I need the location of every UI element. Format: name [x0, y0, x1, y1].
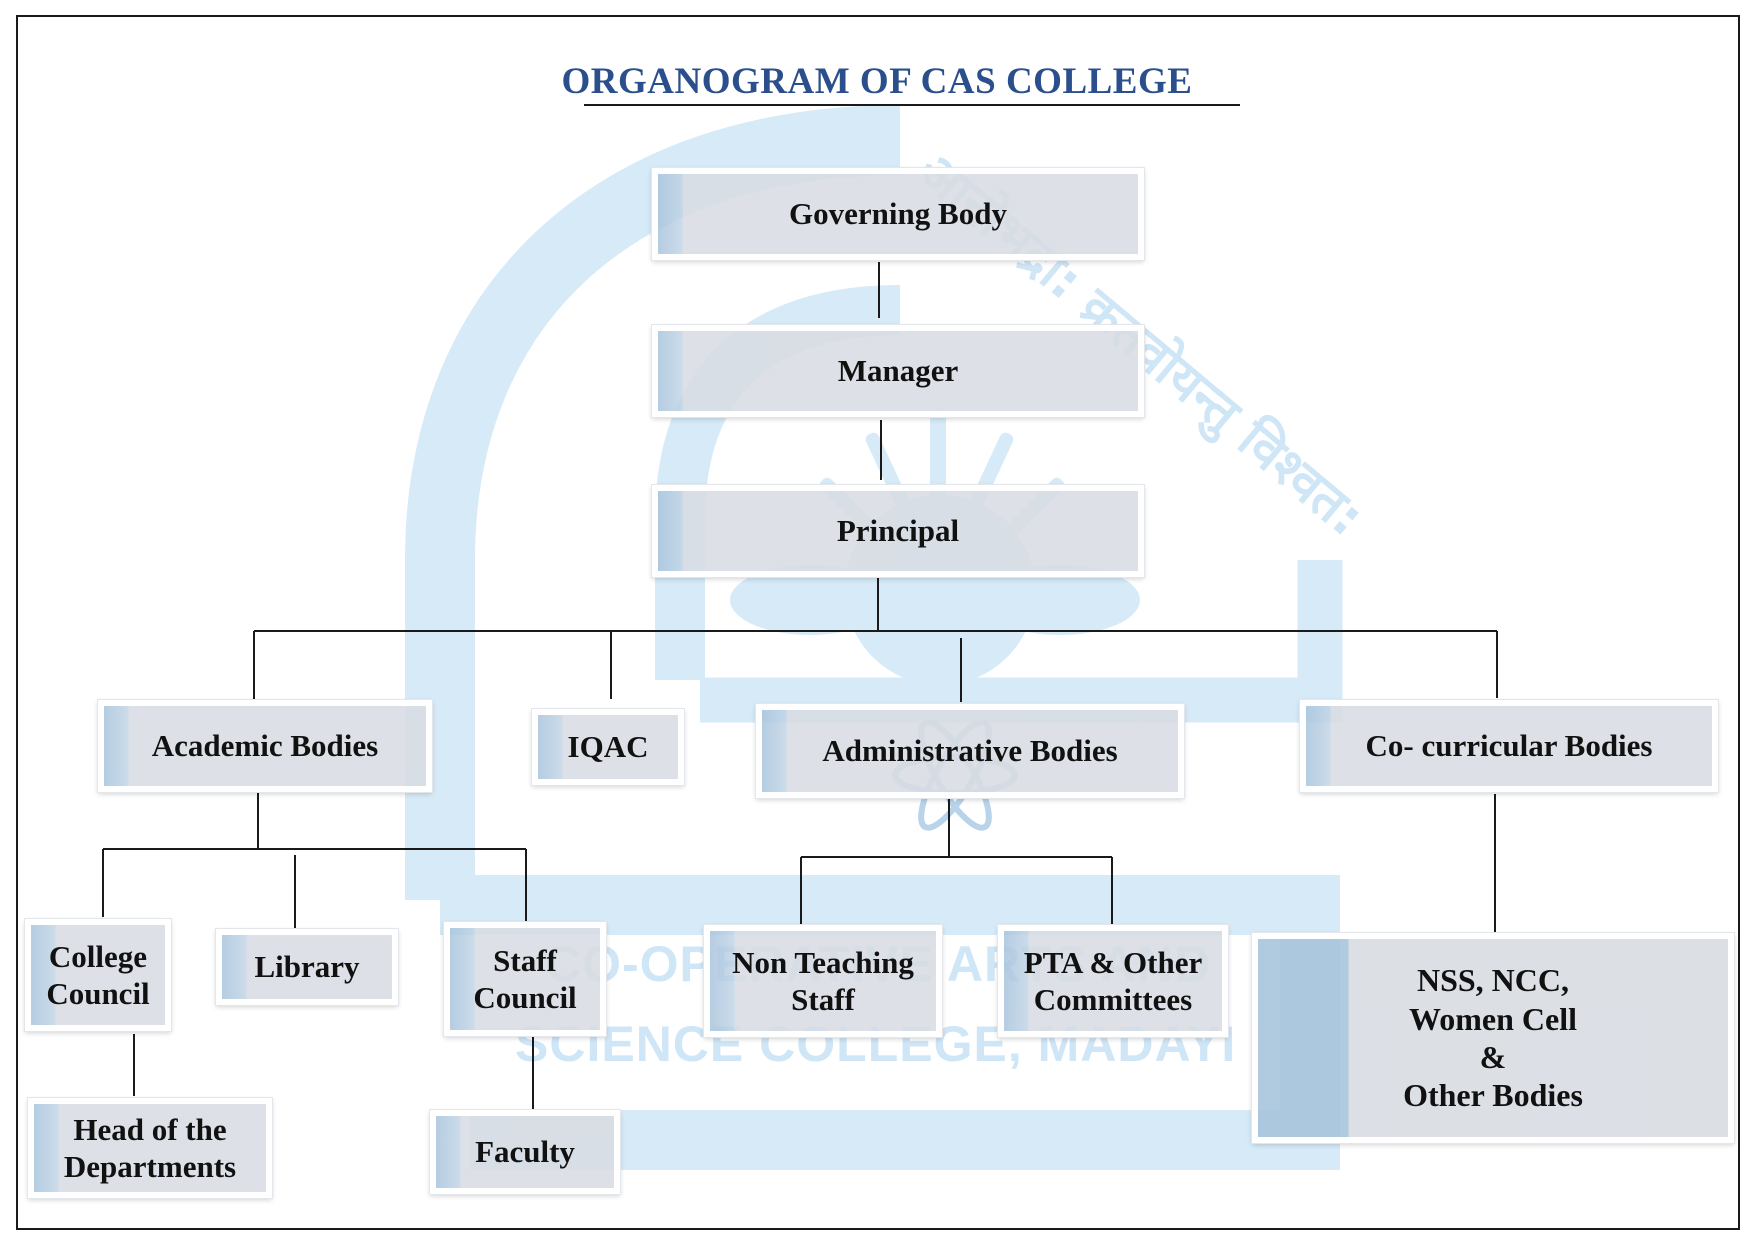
node-pta-other-committees: PTA & Other Committees: [998, 925, 1228, 1037]
node-label: NSS, NCC, Women Cell & Other Bodies: [1403, 961, 1583, 1115]
node-staff-council: Staff Council: [444, 922, 606, 1036]
node-label: Governing Body: [789, 196, 1007, 232]
title-underline: [584, 104, 1240, 106]
node-non-teaching-staff: Non Teaching Staff: [704, 925, 942, 1037]
node-label: Staff Council: [473, 942, 576, 1016]
node-label-line: College: [48, 938, 148, 974]
node-label-line: PTA & Other: [1023, 944, 1203, 980]
node-label-line: Staff: [493, 942, 557, 978]
node-administrative-bodies: Administrative Bodies: [756, 704, 1184, 798]
node-academic-bodies: Academic Bodies: [98, 700, 432, 792]
node-manager: Manager: [652, 325, 1144, 417]
node-head-of-departments: Head of the Departments: [28, 1098, 272, 1198]
node-governing-body: Governing Body: [652, 168, 1144, 260]
node-label: Head of the Departments: [64, 1111, 236, 1185]
page-title: ORGANOGRAM OF CAS COLLEGE: [561, 61, 1193, 102]
node-principal: Principal: [652, 485, 1144, 577]
node-label: Faculty: [475, 1134, 575, 1170]
node-label-line: Council: [473, 980, 577, 1015]
node-label-line: Council: [46, 976, 150, 1011]
node-label-line: Staff: [791, 982, 855, 1017]
node-nss-ncc-women-cell: NSS, NCC, Women Cell & Other Bodies: [1252, 933, 1734, 1143]
node-iqac: IQAC: [532, 709, 684, 785]
node-label: Co- curricular Bodies: [1365, 728, 1653, 764]
node-label-line: NSS, NCC,: [1416, 962, 1569, 999]
node-label: Non Teaching Staff: [732, 944, 914, 1018]
node-label: IQAC: [567, 729, 649, 765]
node-label-line: Women Cell: [1409, 1000, 1577, 1037]
node-label-line: Head of the: [73, 1111, 227, 1147]
node-label-line: &: [1479, 1039, 1507, 1075]
node-label-line: Other Bodies: [1403, 1077, 1583, 1114]
node-label: Library: [254, 949, 360, 985]
node-label: Academic Bodies: [151, 728, 379, 764]
node-label: Manager: [837, 353, 959, 389]
node-label: College Council: [46, 938, 149, 1012]
node-label: Principal: [836, 513, 960, 549]
node-label: Administrative Bodies: [822, 733, 1118, 769]
node-library: Library: [216, 929, 398, 1005]
node-college-council: College Council: [25, 919, 171, 1031]
node-label-line: Departments: [63, 1149, 237, 1184]
node-co-curricular-bodies: Co- curricular Bodies: [1300, 700, 1718, 792]
node-label-line: Non Teaching: [732, 944, 914, 980]
node-label-line: Committees: [1033, 982, 1193, 1017]
node-faculty: Faculty: [430, 1110, 620, 1194]
page-frame: [16, 15, 1740, 1230]
node-label: PTA & Other Committees: [1024, 944, 1203, 1018]
